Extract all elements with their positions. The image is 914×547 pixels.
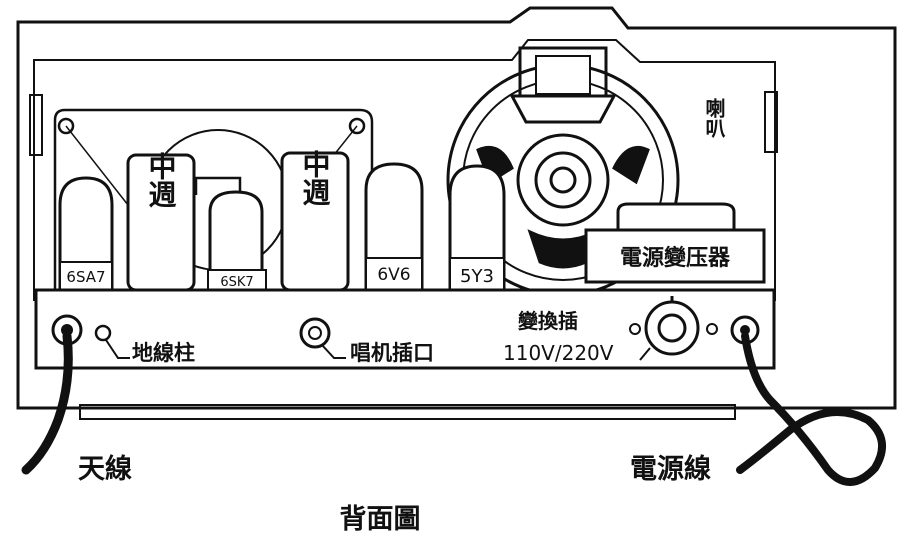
wires xyxy=(21,331,886,486)
antenna-wire xyxy=(21,331,73,475)
power-transformer-label: 電源變压器 xyxy=(620,245,731,271)
tube-4-label: 5Y3 xyxy=(460,266,494,287)
tube-2-label: 6SK7 xyxy=(220,275,253,290)
voltage-selector-label: 變換插 xyxy=(518,309,578,333)
if-transformer-right: 中週 xyxy=(280,150,350,292)
tube-4: 5Y3 xyxy=(448,164,506,291)
control-panel: 地線柱 唱机插口 變換插 110V/220V xyxy=(34,288,776,370)
phono-jack[interactable] xyxy=(299,317,331,349)
phono-jack-label: 唱机插口 xyxy=(350,341,434,365)
antenna-label: 天線 xyxy=(78,453,132,485)
ground-terminal[interactable] xyxy=(94,324,112,342)
if-transformer-right-label: 中週 xyxy=(299,150,332,206)
tube-3-label: 6V6 xyxy=(377,265,410,285)
power-cord-label: 電源線 xyxy=(630,453,711,485)
speaker xyxy=(446,46,680,297)
if-transformer-left-label: 中週 xyxy=(145,152,178,208)
tube-3: 6V6 xyxy=(364,162,424,291)
tube-2: 6SK7 xyxy=(194,176,267,291)
tube-1: 6SA7 xyxy=(58,176,114,291)
voltage-values: 110V/220V xyxy=(503,341,614,365)
speaker-label: 喇叭 xyxy=(702,97,726,139)
ground-terminal-label: 地線柱 xyxy=(132,341,195,365)
power-transformer: 電源變压器 xyxy=(584,202,766,284)
tube-1-label: 6SA7 xyxy=(66,268,105,286)
diagram-caption: 背面圖 xyxy=(340,504,421,535)
if-transformer-left: 中週 xyxy=(126,152,196,292)
power-cord-wire xyxy=(736,332,886,486)
